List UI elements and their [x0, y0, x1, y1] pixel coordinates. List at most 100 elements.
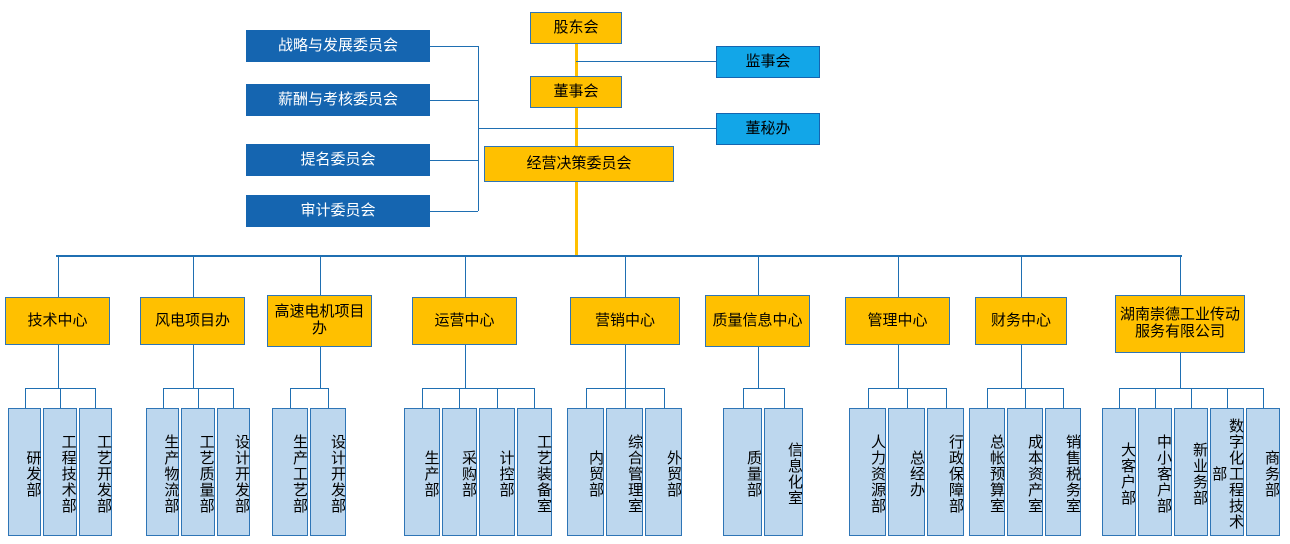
line-committee-stub-1	[430, 46, 478, 47]
dept-box-2-2[interactable]: 工艺质量部	[181, 408, 215, 536]
dept-box-4-1[interactable]: 生产部	[404, 408, 440, 536]
dept-box-8-1[interactable]: 总帐预算室	[969, 408, 1005, 536]
dept-box-7-1[interactable]: 人力资源部	[849, 408, 886, 536]
center-box-8[interactable]: 财务中心	[975, 297, 1067, 345]
line-rail-to-dept-9-4	[1227, 388, 1228, 408]
dept-label: 质量部	[745, 450, 762, 498]
line-center-to-rail-1	[57, 345, 59, 388]
line-rail-to-dept-1-1	[24, 388, 26, 408]
node-supervisory-board[interactable]: 监事会	[716, 46, 820, 78]
line-bus-to-center-6	[757, 255, 759, 295]
dept-box-2-3[interactable]: 设计开发部	[216, 408, 250, 536]
line-center-to-rail-8	[1021, 345, 1022, 388]
dept-box-1-1[interactable]: 研发部	[8, 408, 42, 536]
center-label: 管理中心	[867, 311, 928, 329]
line-rail-to-dept-7-2	[906, 388, 908, 408]
dept-box-1-3[interactable]: 工艺开发部	[78, 408, 112, 536]
dept-box-8-2[interactable]: 成本资产室	[1007, 408, 1043, 536]
line-bus-to-center-3	[319, 255, 321, 295]
line-rail-to-dept-2-1	[162, 388, 164, 408]
dept-box-5-1[interactable]: 内贸部	[567, 408, 604, 536]
node-nomination-committee[interactable]: 提名委员会	[246, 144, 430, 176]
dept-box-2-1[interactable]: 生产物流部	[146, 408, 180, 536]
dept-label: 生产物流部	[162, 434, 180, 514]
line-rail-to-dept-9-5	[1263, 388, 1264, 408]
node-strategy-development-committee[interactable]: 战略与发展委员会	[246, 30, 430, 62]
line-rail-to-dept-5-3	[663, 388, 665, 408]
dept-label: 内贸部	[587, 450, 604, 498]
dept-box-5-3[interactable]: 外贸部	[645, 408, 682, 536]
center-label: 湖南崇德工业传动服务有限公司	[1119, 306, 1240, 340]
line-rail-to-dept-1-3	[95, 388, 97, 408]
node-audit-committee[interactable]: 审计委员会	[246, 195, 430, 227]
center-box-7[interactable]: 管理中心	[845, 297, 950, 345]
line-rail-to-dept-9-2	[1155, 388, 1156, 408]
dept-label: 数字化工程技术部	[1210, 418, 1244, 530]
line-center-to-rail-5	[625, 345, 626, 388]
dept-box-7-3[interactable]: 行政保障部	[927, 408, 964, 536]
dept-box-9-2[interactable]: 中小客户部	[1138, 408, 1172, 536]
committee-trunk-line	[478, 46, 479, 211]
line-bus-to-center-8	[1021, 255, 1022, 297]
line-center-to-rail-2	[192, 345, 194, 388]
dept-box-4-3[interactable]: 计控部	[479, 408, 515, 536]
center-box-9[interactable]: 湖南崇德工业传动服务有限公司	[1115, 295, 1245, 353]
dept-label: 总经办	[908, 450, 925, 498]
line-rail-to-dept-5-1	[585, 388, 587, 408]
dept-rail-4	[421, 388, 535, 389]
line-rail-to-dept-8-3	[1063, 388, 1064, 408]
line-center-to-rail-9	[1180, 353, 1181, 388]
line-bus-to-center-4	[464, 255, 466, 297]
node-board-of-directors[interactable]: 董事会	[530, 76, 622, 108]
center-box-1[interactable]: 技术中心	[5, 297, 110, 345]
dept-label: 总帐预算室	[988, 434, 1005, 514]
dept-box-1-2[interactable]: 工程技术部	[43, 408, 77, 536]
node-compensation-appraisal-committee[interactable]: 薪酬与考核委员会	[246, 84, 430, 116]
line-center-to-rail-7	[897, 345, 899, 388]
line-rail-to-dept-3-2	[328, 388, 329, 408]
dept-label: 研发部	[24, 450, 42, 498]
dept-box-6-2[interactable]: 信息化室	[764, 408, 803, 536]
dept-label: 人力资源部	[869, 434, 886, 514]
dept-box-9-4[interactable]: 数字化工程技术部	[1210, 408, 1244, 536]
line-rail-to-dept-8-2	[1025, 388, 1026, 408]
dept-box-6-1[interactable]: 质量部	[723, 408, 762, 536]
center-box-5[interactable]: 营销中心	[570, 297, 680, 345]
dept-label: 成本资产室	[1026, 434, 1043, 514]
center-box-3[interactable]: 高速电机项目办	[267, 295, 372, 347]
center-label: 高速电机项目办	[274, 303, 365, 337]
dept-label: 综合管理室	[626, 434, 643, 514]
dept-box-3-2[interactable]: 设计开发部	[310, 408, 346, 536]
dept-box-9-1[interactable]: 大客户部	[1102, 408, 1136, 536]
line-rail-to-dept-8-1	[987, 388, 988, 408]
line-bus-to-center-7	[897, 255, 899, 297]
dept-box-9-5[interactable]: 商务部	[1246, 408, 1280, 536]
dept-box-9-3[interactable]: 新业务部	[1174, 408, 1208, 536]
center-box-2[interactable]: 风电项目办	[140, 297, 245, 345]
center-box-4[interactable]: 运营中心	[412, 297, 517, 345]
center-label: 运营中心	[434, 311, 495, 329]
main-bus-line	[56, 255, 1182, 257]
center-box-6[interactable]: 质量信息中心	[705, 295, 810, 347]
line-bus-to-center-2	[192, 255, 194, 297]
dept-label: 设计开发部	[232, 434, 250, 514]
dept-label: 行政保障部	[947, 434, 964, 514]
dept-box-4-4[interactable]: 工艺装备室	[516, 408, 552, 536]
node-board-secretary-office[interactable]: 董秘办	[716, 113, 820, 145]
node-operating-decision-committee[interactable]: 经营决策委员会	[484, 146, 674, 182]
dept-label: 商务部	[1263, 450, 1280, 498]
line-rail-to-dept-4-1	[421, 388, 423, 408]
line-rail-to-dept-3-1	[290, 388, 291, 408]
line-rail-to-dept-2-3	[233, 388, 235, 408]
dept-box-7-2[interactable]: 总经办	[888, 408, 925, 536]
line-rail-to-dept-9-3	[1191, 388, 1192, 408]
line-center-to-rail-4	[464, 345, 466, 388]
dept-box-8-3[interactable]: 销售税务室	[1045, 408, 1081, 536]
dept-box-4-2[interactable]: 采购部	[441, 408, 477, 536]
node-shareholders[interactable]: 股东会	[530, 12, 622, 44]
dept-box-3-1[interactable]: 生产工艺部	[272, 408, 308, 536]
line-rail-to-dept-6-1	[742, 388, 744, 408]
dept-label: 新业务部	[1191, 442, 1208, 506]
dept-box-5-2[interactable]: 综合管理室	[606, 408, 643, 536]
line-bus-to-center-1	[57, 255, 59, 297]
